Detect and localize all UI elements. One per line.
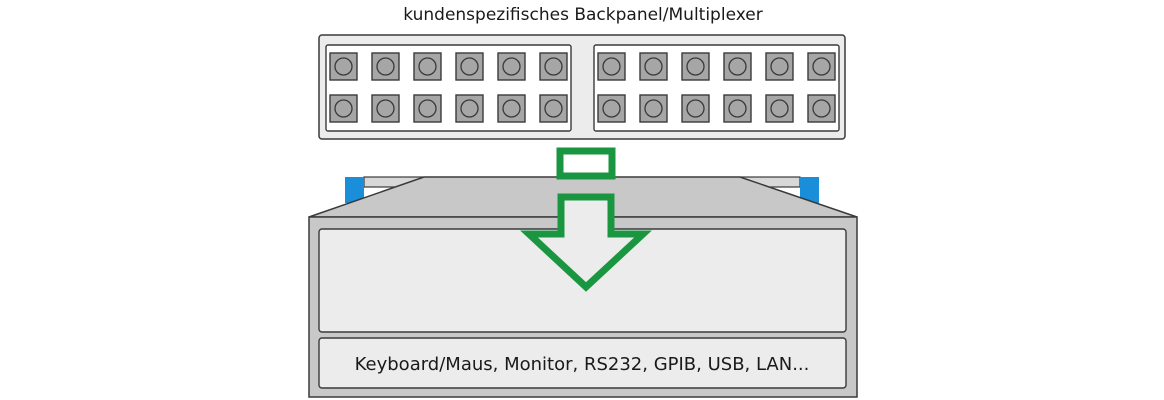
- connector-block-right: [593, 44, 840, 132]
- connector-socket: [413, 52, 442, 81]
- connector-socket-hole-icon: [418, 99, 437, 118]
- rail-bracket-right: [800, 177, 819, 203]
- connector-socket: [539, 52, 568, 81]
- connector-socket-hole-icon: [376, 99, 395, 118]
- connector-socket-hole-icon: [812, 57, 831, 76]
- connector-socket-hole-icon: [502, 99, 521, 118]
- connector-socket-hole-icon: [644, 99, 663, 118]
- connector-socket: [371, 94, 400, 123]
- connector-socket: [807, 52, 836, 81]
- connector-socket: [639, 52, 668, 81]
- rail-bracket-left: [345, 177, 364, 203]
- connector-socket-hole-icon: [460, 57, 479, 76]
- arrow-module-icon: [556, 147, 616, 180]
- connector-socket: [597, 52, 626, 81]
- connector-socket: [497, 52, 526, 81]
- connector-socket-hole-icon: [686, 57, 705, 76]
- connector-socket-hole-icon: [602, 57, 621, 76]
- device-ports-label: Keyboard/Maus, Monitor, RS232, GPIB, USB…: [355, 354, 810, 375]
- connector-socket: [413, 94, 442, 123]
- connector-socket: [723, 94, 752, 123]
- connector-array: [329, 52, 836, 123]
- connector-socket-hole-icon: [728, 99, 747, 118]
- backpanel-title: kundenspezifisches Backpanel/Multiplexer: [403, 5, 762, 25]
- connector-socket: [597, 94, 626, 123]
- connector-socket: [329, 52, 358, 81]
- connector-socket-hole-icon: [334, 99, 353, 118]
- connector-socket: [639, 94, 668, 123]
- connector-socket-hole-icon: [544, 99, 563, 118]
- connector-socket: [329, 94, 358, 123]
- backpanel-board: [318, 34, 846, 140]
- connector-socket-hole-icon: [770, 57, 789, 76]
- insertion-arrow: [520, 147, 652, 292]
- connector-socket: [723, 52, 752, 81]
- connector-socket-hole-icon: [460, 99, 479, 118]
- connector-socket-hole-icon: [770, 99, 789, 118]
- device-ports-panel: [318, 337, 847, 389]
- connector-socket-hole-icon: [376, 57, 395, 76]
- connector-socket: [681, 52, 710, 81]
- connector-socket: [371, 52, 400, 81]
- connector-socket-hole-icon: [544, 57, 563, 76]
- connector-socket-hole-icon: [502, 57, 521, 76]
- connector-socket-hole-icon: [812, 99, 831, 118]
- connector-socket-hole-icon: [644, 57, 663, 76]
- connector-socket-hole-icon: [418, 57, 437, 76]
- connector-socket: [765, 52, 794, 81]
- connector-socket: [807, 94, 836, 123]
- connector-socket: [455, 94, 484, 123]
- connector-socket: [765, 94, 794, 123]
- connector-socket: [539, 94, 568, 123]
- connector-socket-hole-icon: [728, 57, 747, 76]
- connector-block-left: [325, 44, 572, 132]
- connector-socket-hole-icon: [602, 99, 621, 118]
- connector-socket-hole-icon: [686, 99, 705, 118]
- connector-socket: [497, 94, 526, 123]
- arrow-down-icon: [520, 193, 652, 292]
- connector-socket: [681, 94, 710, 123]
- connector-socket: [455, 52, 484, 81]
- connector-socket-hole-icon: [334, 57, 353, 76]
